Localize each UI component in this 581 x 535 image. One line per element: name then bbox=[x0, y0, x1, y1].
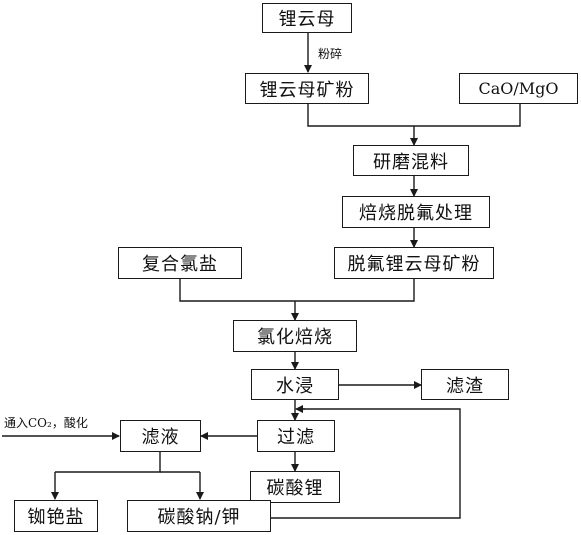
line-filtrate-split bbox=[55, 452, 161, 473]
node-lithium-carbonate: 碳酸锂 bbox=[250, 471, 340, 503]
line-chloride-merge bbox=[179, 279, 415, 302]
node-grind-mix: 研磨混料 bbox=[353, 145, 469, 176]
node-water-leach: 水浸 bbox=[251, 369, 339, 400]
line-recycle-loop bbox=[271, 408, 461, 519]
line-powder-down bbox=[307, 104, 521, 127]
node-filtration: 过滤 bbox=[257, 420, 335, 452]
node-lepidolite-powder: 锂云母矿粉 bbox=[245, 73, 369, 104]
node-defluorinated-powder: 脱氟锂云母矿粉 bbox=[334, 247, 494, 279]
node-filter-residue: 滤渣 bbox=[421, 369, 509, 400]
node-roast-defluorinate: 焙烧脱氟处理 bbox=[342, 196, 490, 228]
node-rubidium-cesium-salt: 铷铯盐 bbox=[14, 500, 98, 532]
node-complex-chloride: 复合氯盐 bbox=[118, 247, 242, 279]
node-sodium-potassium-carbonate: 碳酸钠/钾 bbox=[127, 500, 271, 532]
label-co2-acidify: 通入CO₂，酸化 bbox=[4, 416, 88, 430]
node-filtrate: 滤液 bbox=[120, 420, 201, 452]
node-lepidolite: 锂云母 bbox=[262, 3, 352, 33]
node-cao-mgo: CaO/MgO bbox=[459, 73, 578, 104]
label-crushing: 粉碎 bbox=[318, 47, 343, 61]
node-chlorination-roast: 氯化焙烧 bbox=[233, 320, 357, 352]
